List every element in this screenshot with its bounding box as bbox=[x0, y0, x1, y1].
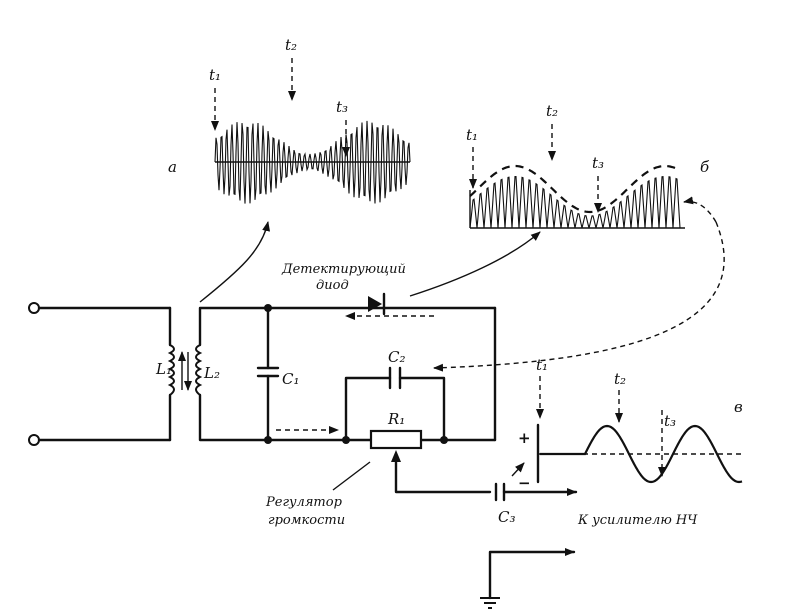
c2-leads bbox=[344, 376, 446, 442]
panel-b-envelope bbox=[469, 164, 681, 214]
arrow-c2-to-panel-b bbox=[433, 221, 725, 372]
wiper-arrow-icon bbox=[391, 450, 401, 462]
panel-a-t3-label: t₃ bbox=[336, 98, 348, 116]
input-wires bbox=[37, 306, 172, 442]
arrow-coil-to-panel-a bbox=[199, 221, 271, 303]
circuit: L₁ L₂ C₁ Детектирующий диод R₁ C₂ C₃ К bbox=[28, 262, 698, 609]
output-pointer-arrow bbox=[511, 462, 525, 477]
junction-c1-top bbox=[264, 304, 272, 312]
arrow-diode-to-panel-b bbox=[409, 231, 541, 297]
l2-coil bbox=[195, 344, 203, 396]
c1-label: C₁ bbox=[282, 370, 300, 388]
diode-caption-line1: Детектирующий bbox=[281, 262, 406, 277]
l2-leads bbox=[198, 306, 497, 442]
panel-b-t2-label: t₂ bbox=[546, 102, 558, 120]
panel-b-t1-label: t₁ bbox=[466, 126, 478, 144]
minus-sign: − bbox=[518, 474, 531, 492]
volume-caption-line2: громкости bbox=[268, 513, 345, 528]
l1-coil bbox=[167, 344, 175, 396]
panel-b-rectified-waveform: б t₁ t₂ t₃ bbox=[466, 102, 710, 229]
panel-a-t2-label: t₂ bbox=[285, 36, 297, 54]
r1-label: R₁ bbox=[387, 410, 405, 428]
input-terminal-top bbox=[28, 302, 40, 314]
panel-a-modulated-signal bbox=[214, 120, 411, 204]
panel-b-rectified-pulses bbox=[469, 175, 681, 229]
connector-arrows bbox=[199, 196, 725, 372]
diode-symbol bbox=[368, 296, 382, 312]
panel-b-t3-label: t₃ bbox=[592, 154, 604, 172]
r1-resistor bbox=[369, 429, 423, 450]
panel-a-t1-label: t₁ bbox=[209, 66, 221, 84]
panel-a-letter: а bbox=[168, 158, 177, 176]
to-amplifier-label: К усилителю НЧ bbox=[577, 513, 698, 528]
volume-leader-line bbox=[332, 461, 371, 491]
diode-caption-line2: диод bbox=[316, 278, 349, 293]
panel-c-letter: в bbox=[734, 398, 743, 416]
panel-c-audio-waveform: + − t₁ t₂ t₃ в bbox=[518, 356, 743, 492]
c3-label: C₃ bbox=[498, 508, 516, 526]
l2-label: L₂ bbox=[203, 364, 220, 382]
panel-b-letter: б bbox=[700, 158, 710, 176]
ground-icon bbox=[480, 597, 500, 609]
junction-c1-bottom bbox=[264, 436, 272, 444]
ground-wire bbox=[488, 548, 576, 600]
c2-label: C₂ bbox=[388, 348, 406, 366]
panel-c-t1-label: t₁ bbox=[536, 356, 548, 374]
input-terminal-bottom bbox=[28, 434, 40, 446]
arrow-to-panel-b-end bbox=[683, 196, 717, 223]
panel-c-t2-label: t₂ bbox=[614, 370, 626, 388]
l1-label: L₁ bbox=[155, 360, 172, 378]
plus-sign: + bbox=[518, 429, 531, 447]
wiper-wire bbox=[394, 460, 492, 494]
panel-a-rf-waveform: а t₁ t₂ t₃ bbox=[168, 36, 411, 204]
volume-caption-line1: Регулятор bbox=[265, 495, 343, 510]
panel-c-t3-label: t₃ bbox=[664, 412, 676, 430]
